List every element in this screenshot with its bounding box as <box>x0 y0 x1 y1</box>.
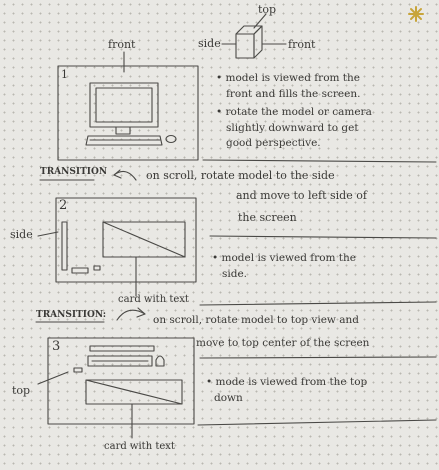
panel-3-card-label: card with text <box>104 441 175 452</box>
transition-1-text-line: on scroll, rotate model to the side <box>146 169 335 182</box>
panel-3-top-label: top <box>12 384 31 397</box>
cube-icon <box>222 14 286 58</box>
transition-2-text-line: move to top center of the screen <box>196 337 370 349</box>
panel-1-note-line: front and fills the screen. <box>226 88 361 100</box>
panel-1-note-line: good perspective. <box>226 137 321 149</box>
panel-3-note-line: down <box>214 392 243 404</box>
panel-1-note-line: • rotate the model or camera <box>216 106 372 118</box>
cube-side-label: side <box>198 37 221 50</box>
transition-2-label: TRANSITION: <box>36 310 107 320</box>
transition-1-text-line: the screen <box>238 211 297 224</box>
panel-1-number: 1 <box>61 68 68 81</box>
panel-3-note-line: • mode is viewed from the top <box>206 376 368 388</box>
panel-2-card-label: card with text <box>118 294 189 305</box>
panel-1-note-line: slightly downward to get <box>226 122 359 134</box>
panel-2-side-label: side <box>10 228 33 241</box>
panel-3-frame <box>38 338 194 438</box>
transition-1-text-line: and move to left side of <box>236 189 367 202</box>
panel-2-note-line: • model is viewed from the <box>212 252 357 264</box>
panel-1-front-label: front <box>108 38 136 51</box>
panel-2-number: 2 <box>59 198 68 213</box>
cube-top-label: top <box>258 3 277 16</box>
transition-2-arrow-icon <box>117 310 145 320</box>
transition-1-label: TRANSITION <box>40 167 108 177</box>
panel-3-number: 3 <box>52 339 61 354</box>
transition-2-text-line: on scroll, rotate model to top view and <box>153 314 359 326</box>
cube-front-label: front <box>288 38 316 51</box>
logo-star-icon <box>409 7 423 21</box>
panel-1-note-line: • model is viewed from the <box>216 72 361 84</box>
panel-2-note-line: side. <box>222 268 248 280</box>
panel-2-frame <box>38 198 196 296</box>
panel-1-frame <box>58 52 198 160</box>
